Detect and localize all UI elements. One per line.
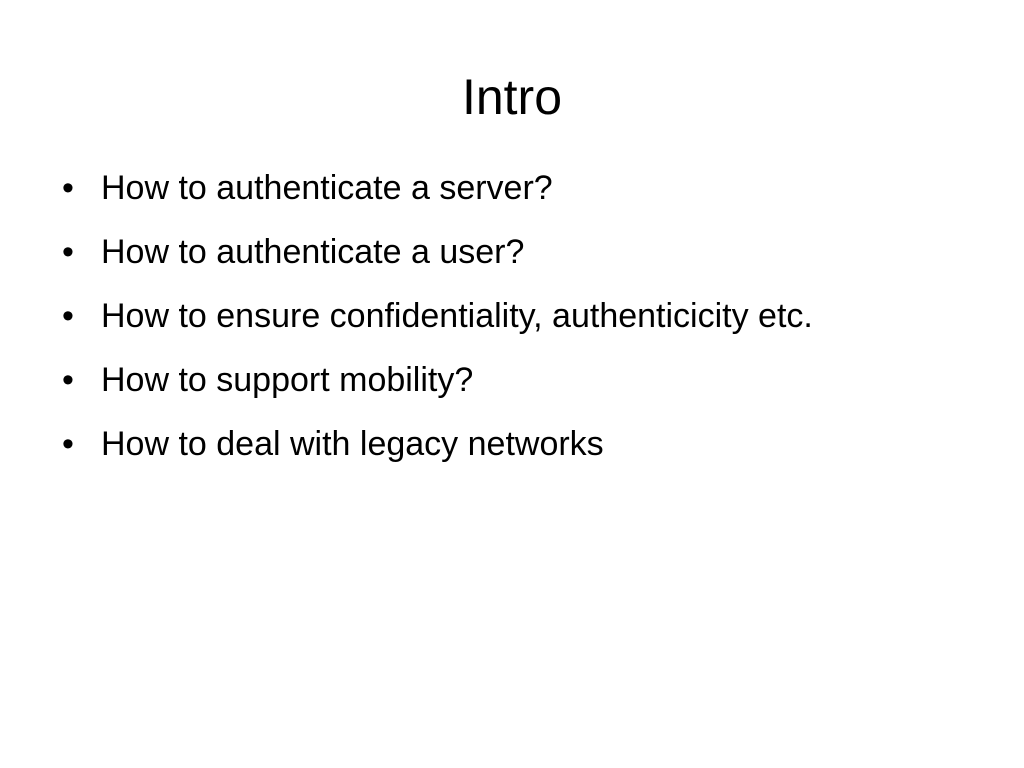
bullet-icon: • <box>62 297 74 335</box>
bullet-text: How to authenticate a server? <box>101 169 553 207</box>
bullet-item: • How to support mobility? <box>58 354 958 406</box>
bullet-item: • How to authenticate a user? <box>58 226 958 278</box>
bullet-text: How to support mobility? <box>101 361 474 399</box>
bullet-text: How to ensure confidentiality, authentic… <box>101 297 813 335</box>
bullet-icon: • <box>62 425 74 463</box>
bullet-list: • How to authenticate a server? • How to… <box>58 162 958 482</box>
bullet-item: • How to ensure confidentiality, authent… <box>58 290 958 342</box>
bullet-icon: • <box>62 361 74 399</box>
bullet-text: How to authenticate a user? <box>101 233 525 271</box>
bullet-icon: • <box>62 233 74 271</box>
slide-title: Intro <box>461 69 563 125</box>
bullet-icon: • <box>62 169 74 207</box>
bullet-item: • How to deal with legacy networks <box>58 418 958 470</box>
bullet-text: How to deal with legacy networks <box>101 425 604 463</box>
bullet-item: • How to authenticate a server? <box>58 162 958 214</box>
